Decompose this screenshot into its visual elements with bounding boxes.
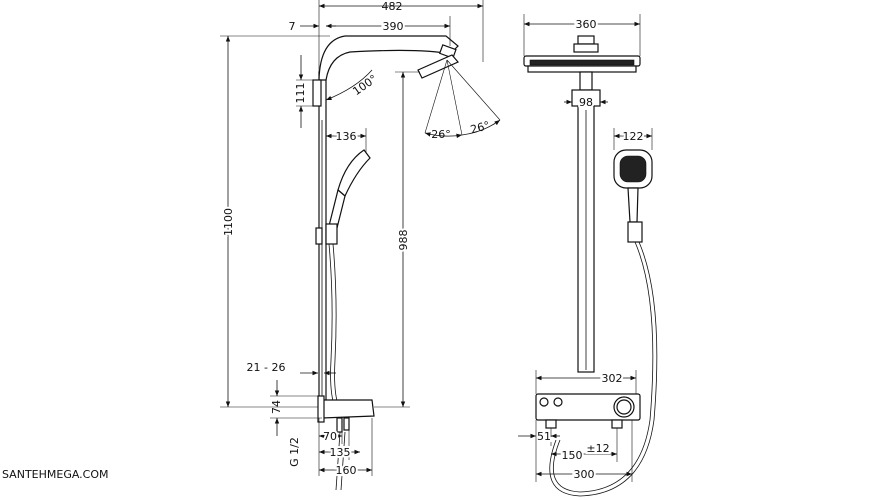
wall-bracket-mid bbox=[315, 227, 323, 245]
front-view: 360 98 122 302 51 150 ±12 300 bbox=[518, 14, 658, 497]
dim-spray-angle-left: 26° bbox=[431, 128, 451, 141]
dim-base-width: 300 bbox=[574, 468, 595, 481]
spray-cone bbox=[424, 59, 501, 139]
dim-hand-shower-width: 122 bbox=[623, 130, 644, 143]
shower-hose-front bbox=[553, 241, 654, 493]
dim-outlet-offset: 70 bbox=[323, 430, 337, 443]
overhead-shower-front bbox=[523, 35, 641, 73]
dim-wall-distance: 21 - 26 bbox=[247, 361, 286, 374]
dim-arm-offset: 7 bbox=[289, 20, 296, 33]
dim-connection-centres: 150 bbox=[562, 449, 583, 462]
side-view: 482 7 390 111 100° 26° 26° 136 1100 988 bbox=[220, 0, 501, 491]
dim-thermostat-width: 302 bbox=[602, 372, 623, 385]
watermark-text: SANTEHMEGA.COM bbox=[2, 468, 109, 481]
thermostat-front bbox=[535, 393, 641, 429]
hand-shower-front bbox=[613, 149, 653, 243]
thermostat-side bbox=[317, 395, 375, 423]
dim-head-width: 360 bbox=[576, 18, 597, 31]
dim-tilt-angle: 100° bbox=[350, 72, 379, 98]
dim-depth-135: 135 bbox=[330, 446, 351, 459]
dim-spray-angle-right: 26° bbox=[469, 119, 491, 137]
dim-hand-shower-depth: 136 bbox=[336, 130, 357, 143]
shower-arm bbox=[318, 35, 459, 81]
dim-holder-height: 111 bbox=[294, 83, 307, 104]
dim-arm-length: 390 bbox=[383, 20, 404, 33]
hand-shower-side bbox=[325, 149, 371, 245]
riser-front bbox=[571, 71, 601, 373]
dim-side-offset: 51 bbox=[537, 430, 551, 443]
wall-bracket-top bbox=[312, 79, 322, 107]
dim-thermostat-height: 74 bbox=[270, 400, 283, 414]
dim-joint-width: 98 bbox=[579, 96, 593, 109]
dim-depth-160: 160 bbox=[336, 464, 357, 477]
dim-total-height: 1100 bbox=[222, 208, 235, 236]
dim-head-height: 988 bbox=[397, 230, 410, 251]
dim-connection-thread: G 1/2 bbox=[288, 437, 301, 467]
dim-total-reach: 482 bbox=[382, 0, 403, 13]
dim-connection-tolerance: ±12 bbox=[586, 442, 609, 455]
shower-hose-side bbox=[332, 243, 341, 411]
